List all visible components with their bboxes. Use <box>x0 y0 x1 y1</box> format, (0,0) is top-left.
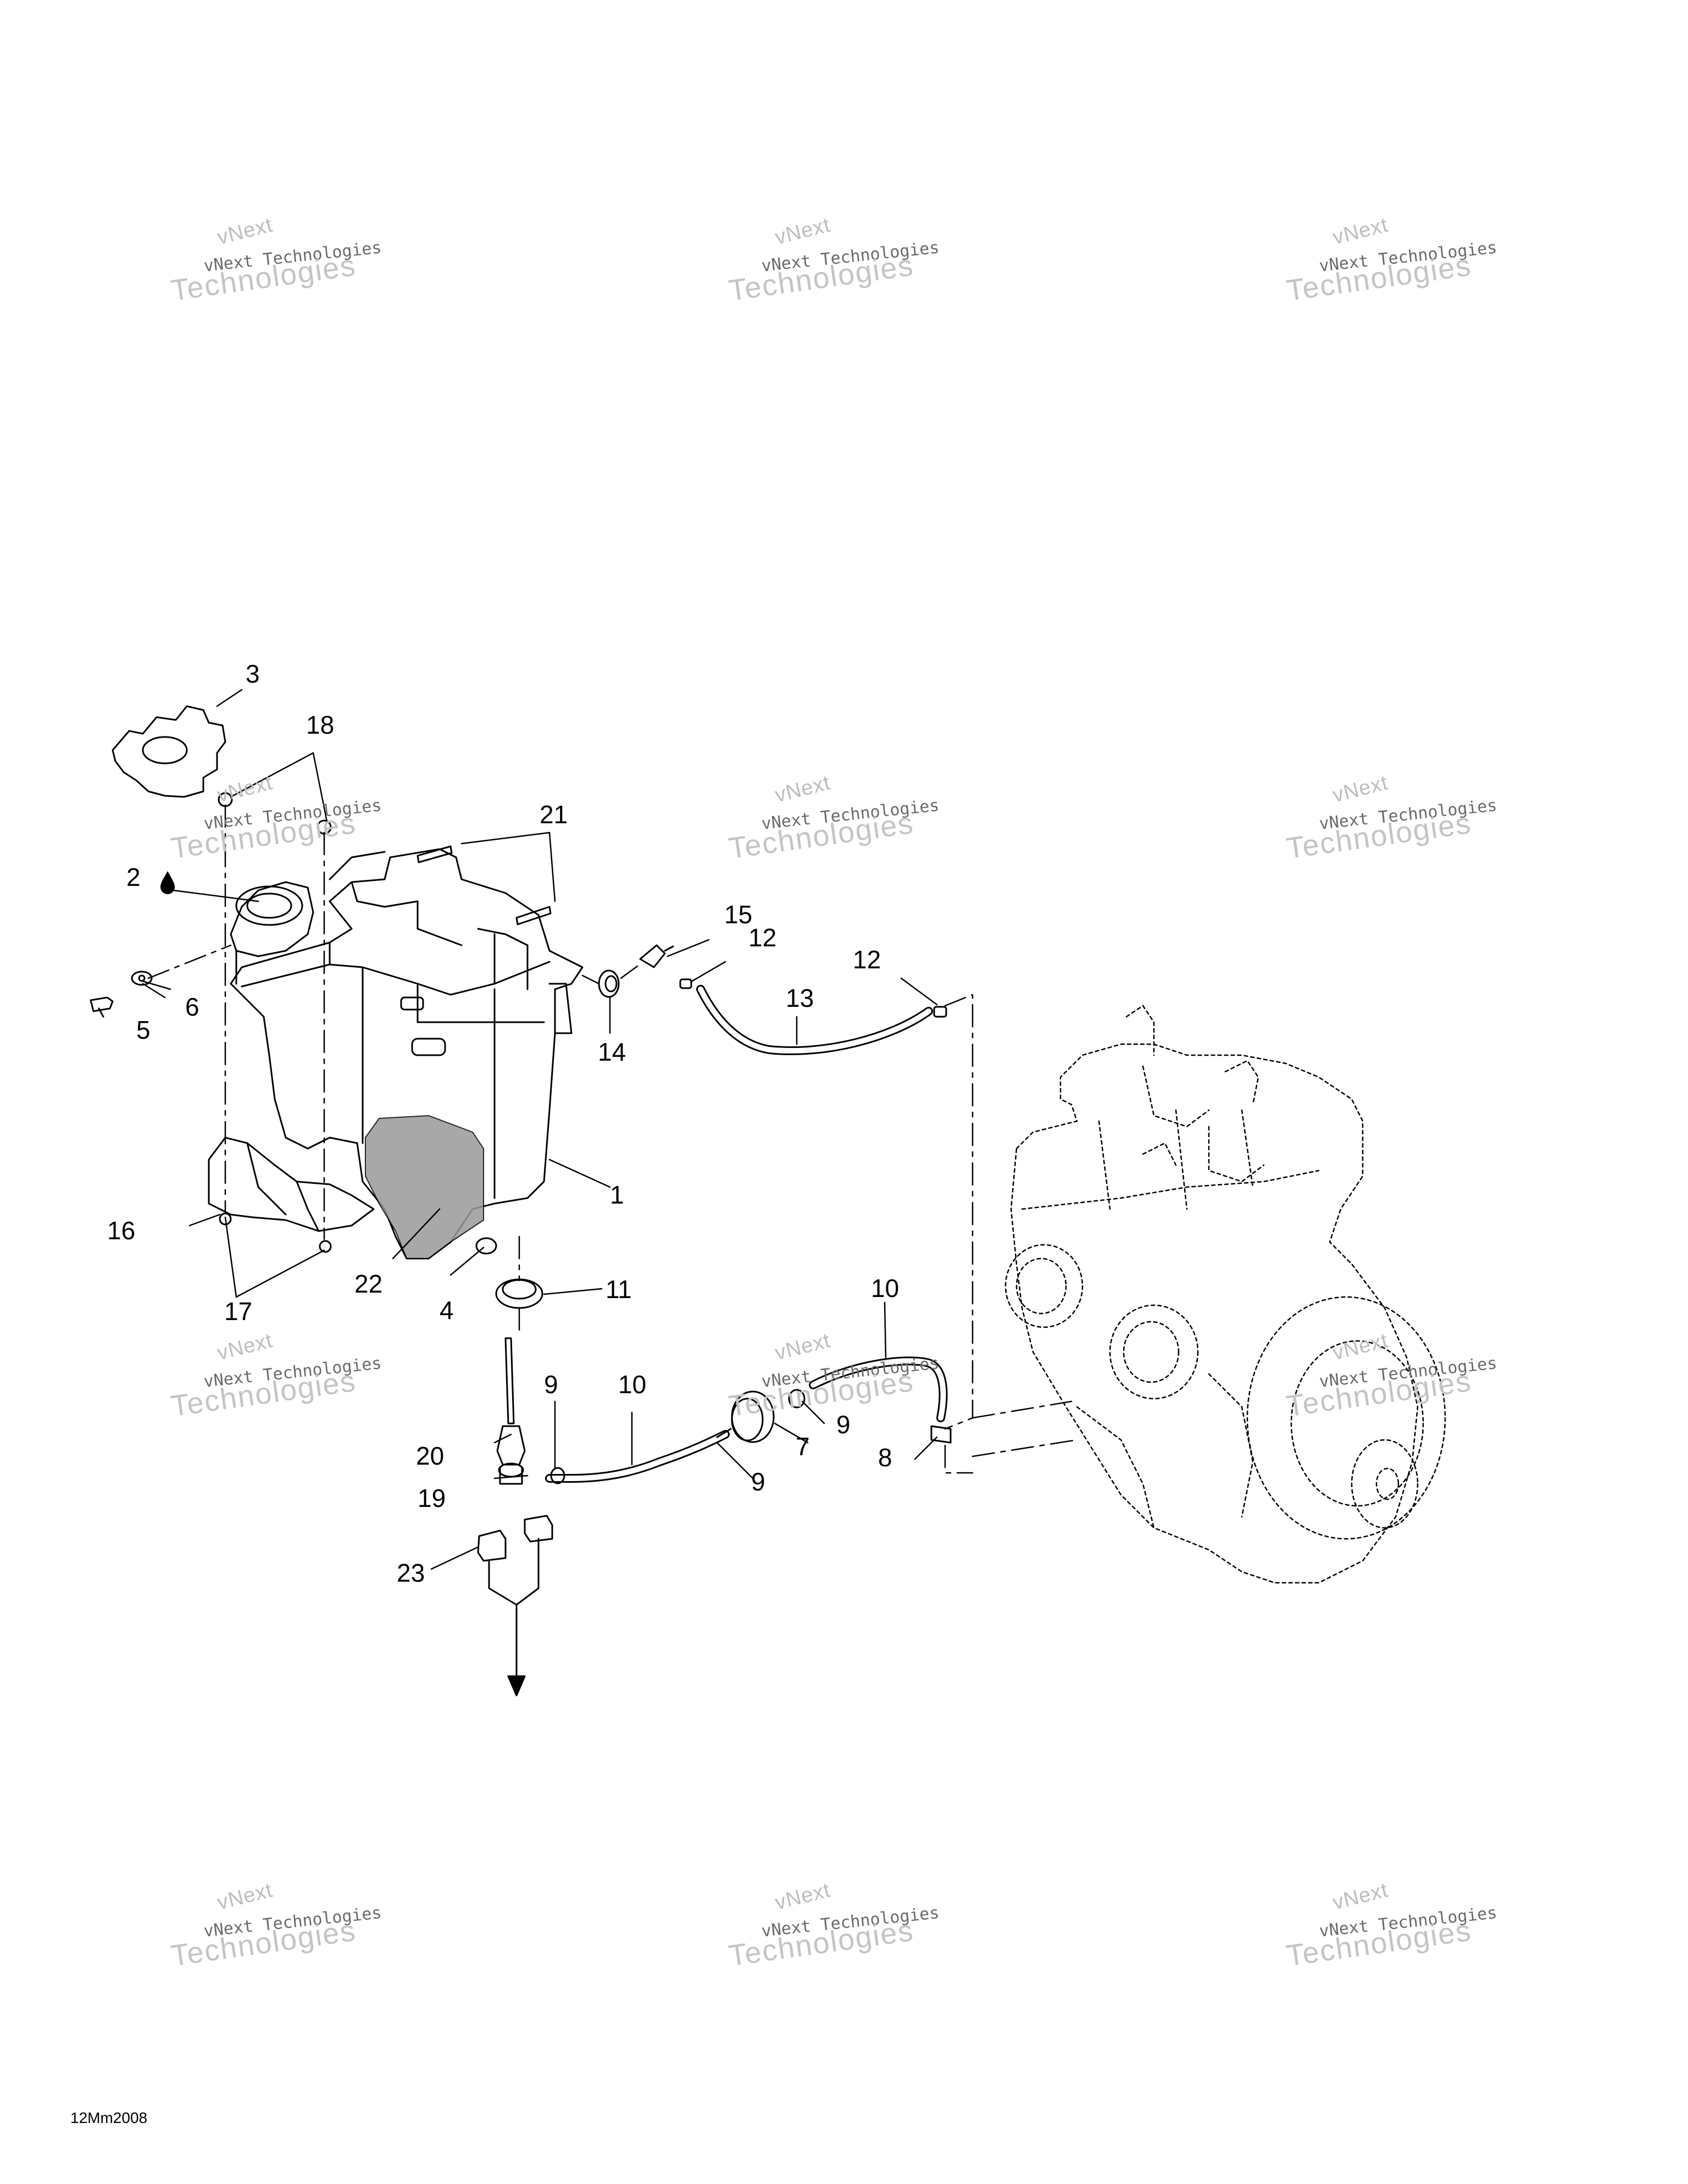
callout-20: 20 <box>416 1442 444 1470</box>
engine <box>1004 1005 1446 1584</box>
callout-12b: 12 <box>853 945 881 974</box>
callout-19: 19 <box>418 1484 446 1512</box>
callout-13: 13 <box>786 984 814 1012</box>
callout-5: 5 <box>136 1016 151 1044</box>
callout-labels: 1 2 3 4 5 6 7 8 9 9 9 10 10 11 12 12 13 … <box>107 659 899 1587</box>
callout-22: 22 <box>354 1270 382 1298</box>
leader-lines <box>139 689 938 1570</box>
callout-21: 21 <box>540 800 568 829</box>
callout-9c: 9 <box>751 1467 765 1496</box>
callout-16: 16 <box>107 1216 135 1245</box>
callout-18: 18 <box>306 711 334 739</box>
callout-1: 1 <box>610 1180 624 1209</box>
callout-4: 4 <box>440 1296 454 1324</box>
callout-8: 8 <box>878 1443 892 1472</box>
figure-code: 12Mm2008 <box>70 2109 148 2126</box>
callout-15: 15 <box>724 900 752 929</box>
oil-tank-cap <box>112 705 226 798</box>
oil-tank <box>208 848 584 1260</box>
callout-9b: 9 <box>836 1410 851 1439</box>
callout-14: 14 <box>598 1038 626 1066</box>
callout-3: 3 <box>246 659 260 688</box>
callout-12a: 12 <box>748 923 776 952</box>
callout-10a: 10 <box>871 1274 899 1302</box>
callout-9a: 9 <box>544 1370 558 1399</box>
callout-2: 2 <box>126 863 141 891</box>
guide-lines <box>147 804 1078 1474</box>
callout-6: 6 <box>185 993 199 1021</box>
callout-11: 11 <box>606 1275 632 1304</box>
callout-17: 17 <box>224 1297 252 1326</box>
callout-10b: 10 <box>618 1370 646 1399</box>
callout-7: 7 <box>796 1432 810 1461</box>
oil-lines <box>477 985 952 1697</box>
oil-drop-icon <box>160 871 175 894</box>
callout-23: 23 <box>397 1559 425 1587</box>
